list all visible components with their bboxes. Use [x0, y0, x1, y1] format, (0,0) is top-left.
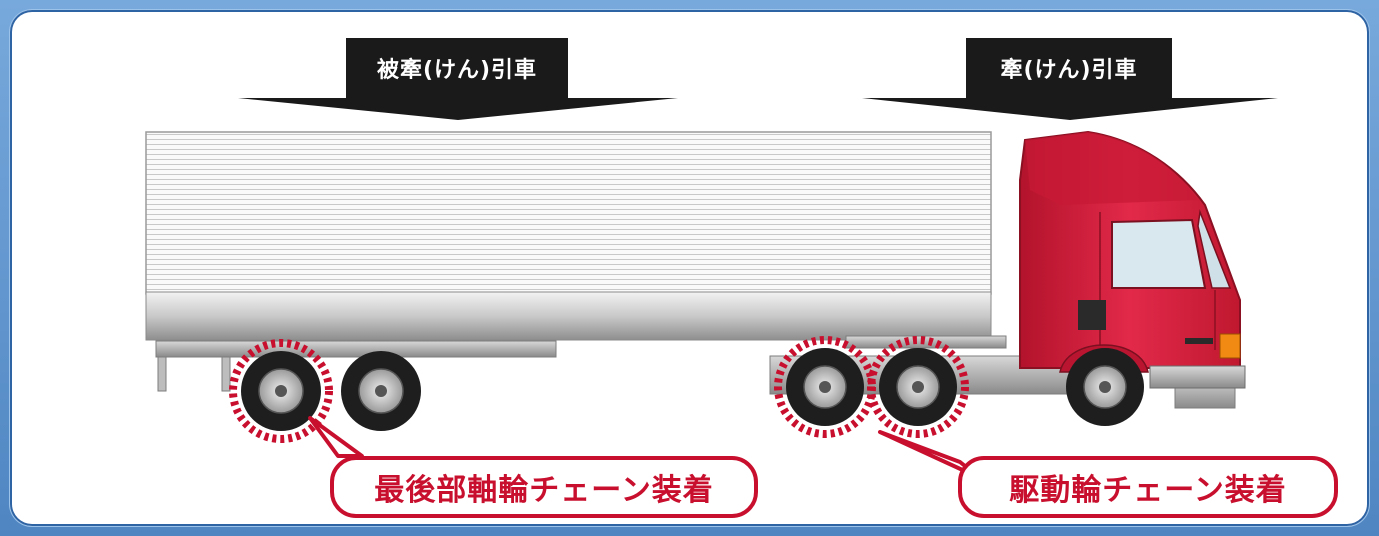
drive-wheel-front-chained [867, 336, 969, 438]
trailer-arrow [238, 98, 678, 120]
trailer-rear-wheel-chained [229, 339, 333, 443]
front-steer-wheel [1066, 348, 1144, 426]
tractor-arrow [862, 98, 1278, 120]
callout-pointer-rear [308, 416, 364, 458]
trailer [145, 131, 1007, 392]
trailer-label: 被牽(けん)引車 [346, 38, 568, 98]
tractor-label: 牽(けん)引車 [966, 38, 1172, 98]
trailer-front-wheel [341, 351, 421, 431]
tractor-cab [1019, 130, 1246, 389]
drive-wheel-chain-callout: 駆動輪チェーン装着 [958, 456, 1338, 518]
drive-wheel-rear-chained [774, 336, 876, 438]
rear-axle-chain-callout: 最後部軸輪チェーン装着 [330, 456, 758, 518]
